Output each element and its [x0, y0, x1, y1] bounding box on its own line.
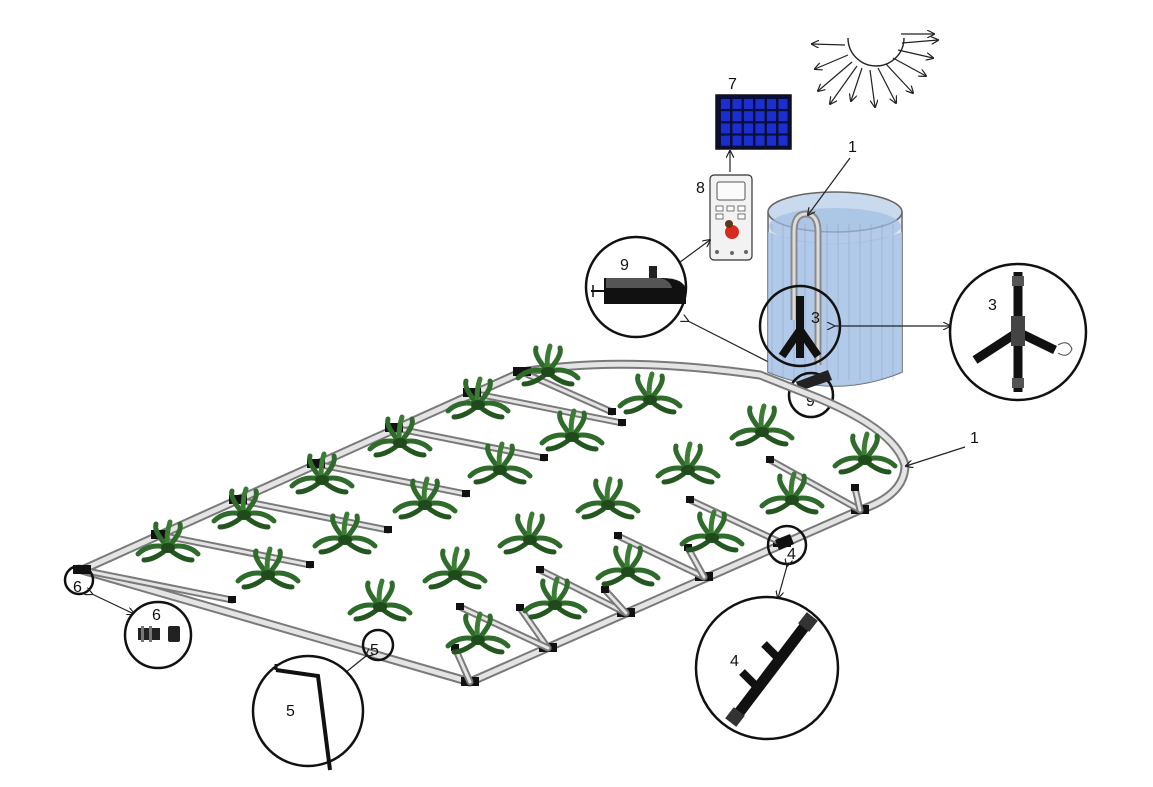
lateral-end-cap: [686, 496, 694, 503]
lateral-end-cap: [462, 490, 470, 497]
solar-cell: [767, 111, 776, 121]
lateral-end-cap: [536, 566, 544, 573]
solar-cell: [744, 136, 753, 146]
solar-panel-icon: [716, 95, 791, 149]
plant-icon: [350, 581, 410, 619]
label-4-detail: 4: [730, 653, 739, 670]
controller-icon: [710, 175, 752, 260]
label-9-detail: 9: [620, 257, 629, 274]
solar-cell: [721, 136, 730, 146]
label-3-detail: 3: [988, 297, 997, 314]
plant-icon: [762, 474, 822, 512]
plant-icon: [732, 406, 792, 444]
lateral-end-cap: [540, 454, 548, 461]
plant-icon: [470, 444, 530, 482]
solar-cell: [756, 136, 765, 146]
emitter-detail-callout: [253, 656, 363, 766]
label-3-tank: 3: [811, 310, 820, 327]
lateral-end-cap: [608, 408, 616, 415]
solar-cell: [733, 111, 742, 121]
lateral-end-cap: [228, 596, 236, 603]
label-4-small: 4: [787, 546, 796, 563]
solar-cell: [756, 111, 765, 121]
solar-cell: [767, 99, 776, 109]
lateral-end-cap: [614, 532, 622, 539]
solar-cell: [779, 99, 788, 109]
label-6-detail: 6: [152, 607, 161, 624]
solar-cell: [733, 123, 742, 133]
label-5-detail: 5: [286, 703, 295, 720]
solar-cell: [779, 123, 788, 133]
plant-icon: [425, 549, 485, 587]
sun-icon: [812, 34, 938, 107]
label-5-small: 5: [370, 642, 379, 659]
end-plug-icon: [138, 626, 180, 642]
solar-cell: [744, 111, 753, 121]
lateral-end-cap: [384, 526, 392, 533]
solar-cell: [721, 111, 730, 121]
solar-cell: [733, 136, 742, 146]
solar-cell: [756, 123, 765, 133]
lateral-end-cap: [851, 484, 859, 491]
solar-cell: [744, 123, 753, 133]
solar-cell: [779, 136, 788, 146]
label-8: 8: [696, 180, 705, 197]
label-7: 7: [728, 76, 737, 93]
solar-cell: [779, 111, 788, 121]
solar-cell: [756, 99, 765, 109]
solar-cell: [767, 136, 776, 146]
solar-cell: [721, 99, 730, 109]
lateral-end-cap: [306, 561, 314, 568]
lateral-end-cap: [456, 603, 464, 610]
solar-cell: [721, 123, 730, 133]
label-6-small: 6: [73, 579, 82, 596]
plant-icon: [620, 374, 680, 412]
lateral-end-cap: [618, 419, 626, 426]
lateral-end-cap: [601, 586, 609, 593]
plant-icon: [658, 444, 718, 482]
plant-icon: [578, 479, 638, 517]
label-1-top: 1: [848, 139, 857, 156]
lateral-end-cap: [766, 456, 774, 463]
solar-cell: [733, 99, 742, 109]
solar-cell: [767, 123, 776, 133]
plant-icon: [500, 514, 560, 552]
solar-cell: [744, 99, 753, 109]
label-1-right: 1: [970, 430, 979, 447]
